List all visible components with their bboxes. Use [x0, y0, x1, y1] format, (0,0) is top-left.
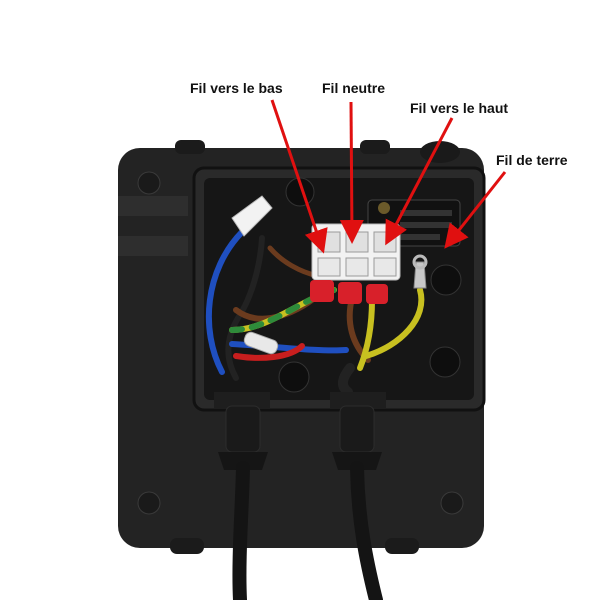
label-down-wire: Fil vers le bas [190, 80, 283, 96]
label-up-wire: Fil vers le haut [410, 100, 509, 116]
arrow-ground-wire [444, 171, 507, 249]
callout-arrows [270, 99, 507, 254]
power-cables [232, 461, 383, 605]
red-connectors [310, 280, 388, 304]
insulated-crimp [243, 331, 279, 355]
arrow-up-wire [385, 117, 454, 246]
terminal-block [311, 223, 401, 281]
label-ground-wire: Fil de terre [496, 152, 568, 168]
arrow-neutral-wire [339, 101, 364, 244]
arrow-down-wire [270, 99, 328, 254]
ground-terminal [412, 254, 428, 289]
cable-glands [214, 392, 386, 470]
label-neutral-wire: Fil neutre [322, 80, 386, 96]
insulated-cable-end [231, 195, 273, 237]
